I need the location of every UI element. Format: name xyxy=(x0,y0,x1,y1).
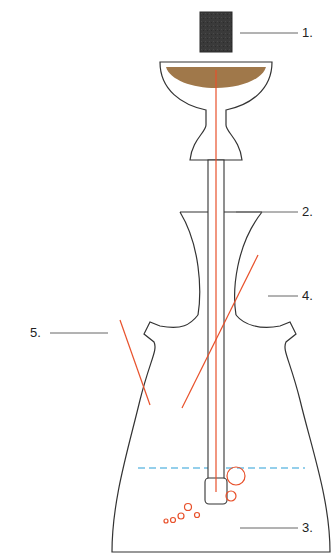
bubbles xyxy=(164,467,245,523)
leader-lines xyxy=(50,33,298,528)
smoke-path xyxy=(215,70,216,492)
callout-number: 4. xyxy=(302,288,313,304)
hose-path xyxy=(182,255,258,408)
callout-number: 5. xyxy=(30,325,41,341)
charcoal xyxy=(200,12,232,52)
callout-number: 2. xyxy=(302,204,313,220)
callout-number: 1. xyxy=(302,25,313,41)
purge-path xyxy=(120,320,150,405)
callout-number: 3. xyxy=(302,520,313,536)
